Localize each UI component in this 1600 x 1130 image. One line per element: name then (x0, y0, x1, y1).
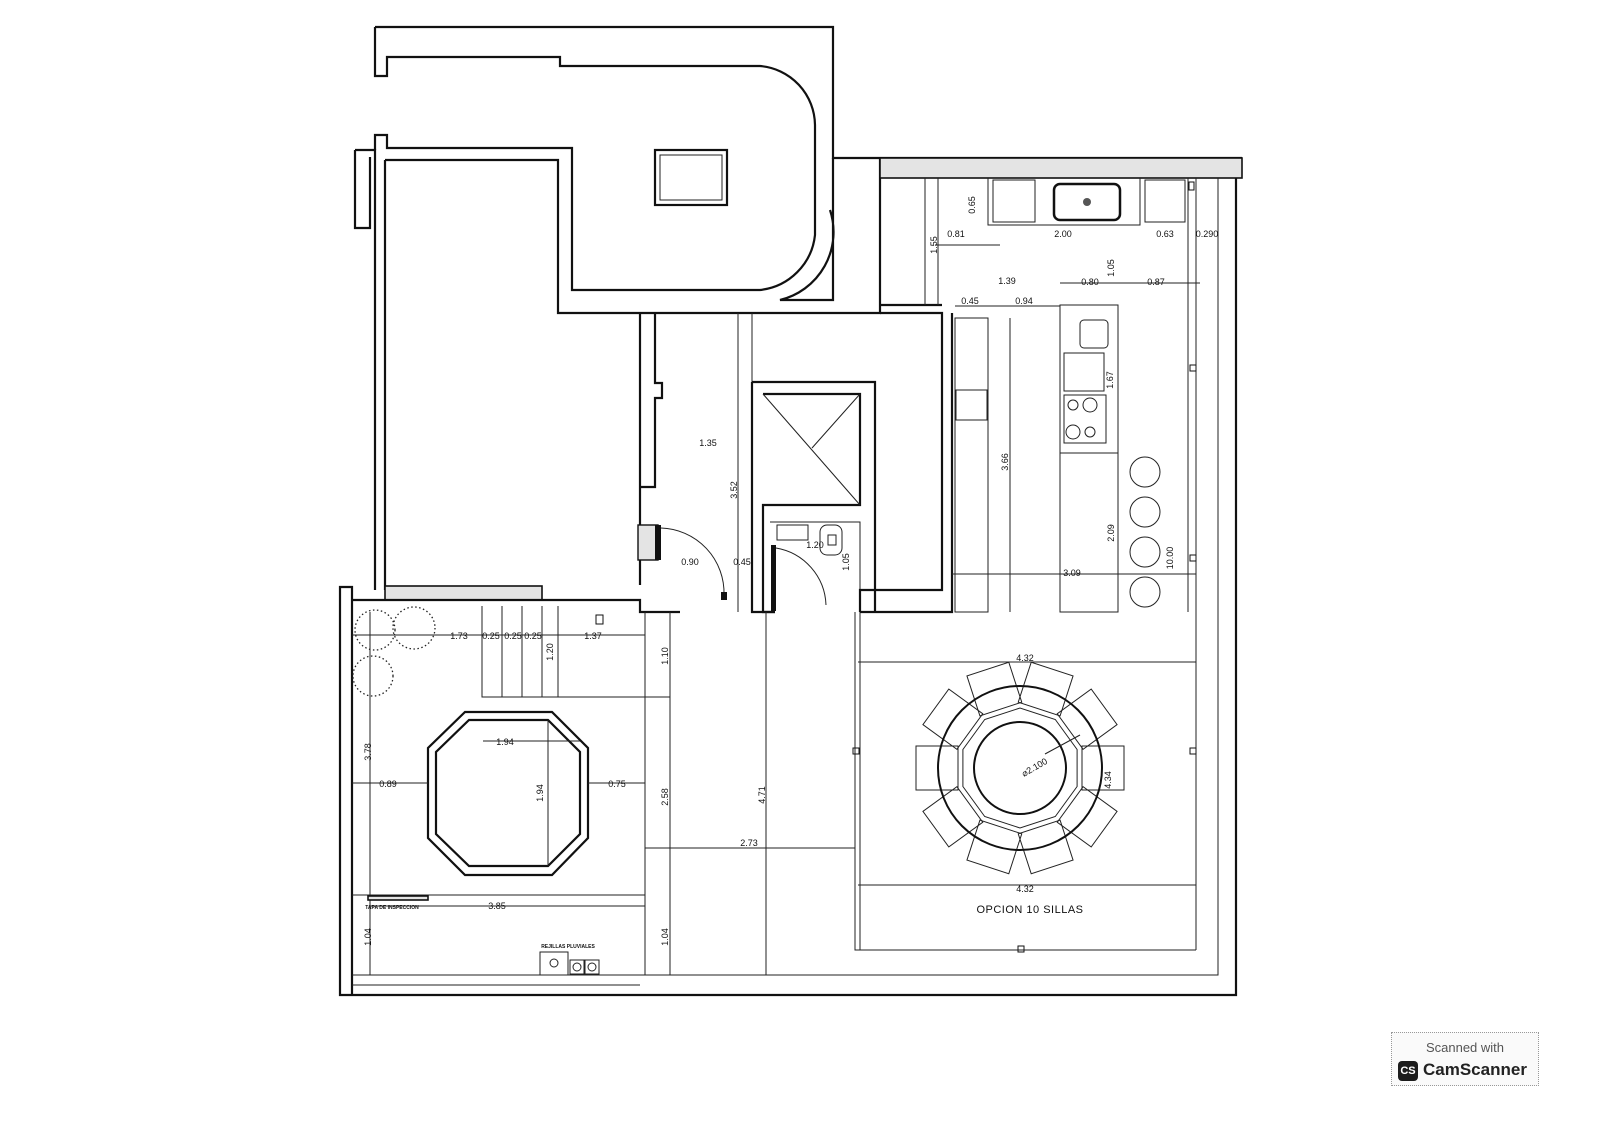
dim-label: 1.73 (450, 631, 468, 641)
dim-label: 0.89 (379, 779, 397, 789)
kitchen (879, 157, 1243, 950)
badge-caption: Scanned with (1425, 1040, 1505, 1055)
camscanner-badge: Scanned with CS CamScanner (1391, 1032, 1539, 1086)
dim-label: 1.55 (929, 236, 939, 254)
tree-icon (354, 609, 396, 651)
dim-label: ⌀2.100 (1020, 756, 1049, 779)
dim-label: 0.45 (961, 296, 979, 306)
dim-label: 4.71 (757, 786, 767, 804)
dim-label: 0.45 (733, 557, 751, 567)
dim-label: 0.80 (1081, 277, 1099, 287)
dim-label: 1.94 (496, 737, 514, 747)
dim-label: 3.66 (1000, 453, 1010, 471)
chair-icon (915, 745, 959, 791)
dining-option-note: OPCION 10 SILLAS (976, 904, 1083, 916)
dim-label: 0.65 (967, 196, 977, 214)
dim-label: 0.290 (1196, 229, 1219, 239)
chair-icon (1056, 688, 1118, 751)
dim-label: 1.20 (545, 643, 555, 661)
dim-label: 1.20 (806, 540, 824, 550)
dim-label: 0.90 (681, 557, 699, 567)
dim-label: 1.05 (841, 553, 851, 571)
tree-icon (352, 655, 394, 697)
patio (352, 606, 1196, 986)
chair-icon (1017, 661, 1074, 717)
dim-label: 2.58 (660, 788, 670, 806)
dim-label: 0.81 (947, 229, 965, 239)
chair-icon (922, 785, 984, 848)
dim-label: 1.67 (1105, 371, 1115, 389)
dim-label: 0.63 (1156, 229, 1174, 239)
badge-brand: CamScanner (1423, 1060, 1527, 1079)
dim-label: 0.87 (1147, 277, 1165, 287)
dim-label: 4.32 (1016, 653, 1034, 663)
dim-label: 0.25 (482, 631, 500, 641)
dim-label: 2.73 (740, 838, 758, 848)
corridor-bathroom (637, 303, 954, 614)
dim-label: 2.09 (1106, 524, 1116, 542)
dim-label: 4.32 (1016, 884, 1034, 894)
inspection-cover-note: TAPA DE INSPECCION (365, 905, 419, 911)
chair-icon (1017, 819, 1074, 875)
dimension-labels: 0.65 0.81 2.00 0.63 0.290 1.55 1.05 1.39… (363, 196, 1218, 950)
dim-label: 0.25 (504, 631, 522, 641)
camscanner-logo-icon: CS (1398, 1061, 1418, 1081)
chair-icon (1081, 745, 1125, 791)
plot-boundary (338, 178, 1238, 997)
dim-label: 1.37 (584, 631, 602, 641)
table-ring (962, 707, 1078, 829)
dim-label: 3.85 (488, 901, 506, 911)
dim-label: 1.04 (363, 928, 373, 946)
rain-drains-note: REJILLAS PLUVIALES (541, 944, 595, 950)
dim-label: 3.09 (1063, 568, 1081, 578)
dim-label: 10.00 (1165, 547, 1175, 570)
dim-label: 1.04 (660, 928, 670, 946)
chair-icon (922, 688, 984, 751)
dim-label: 1.10 (660, 647, 670, 665)
chair-icon (1056, 785, 1118, 848)
chair-icon (966, 661, 1023, 717)
dining-table-set (915, 661, 1125, 875)
dim-label: 0.25 (524, 631, 542, 641)
dim-label: 4.34 (1103, 771, 1113, 789)
tree-icon (392, 606, 436, 650)
chair-icon (966, 819, 1023, 875)
dim-label: 1.35 (699, 438, 717, 448)
dim-label: 0.75 (608, 779, 626, 789)
dim-label: 1.05 (1106, 259, 1116, 277)
dim-label: 3.78 (363, 743, 373, 761)
dim-label: 1.39 (998, 276, 1016, 286)
dim-label: 2.00 (1054, 229, 1072, 239)
left-room (353, 148, 882, 601)
dim-label: 3.52 (729, 481, 739, 499)
dim-label: 0.94 (1015, 296, 1033, 306)
dim-label: 1.94 (535, 784, 545, 802)
